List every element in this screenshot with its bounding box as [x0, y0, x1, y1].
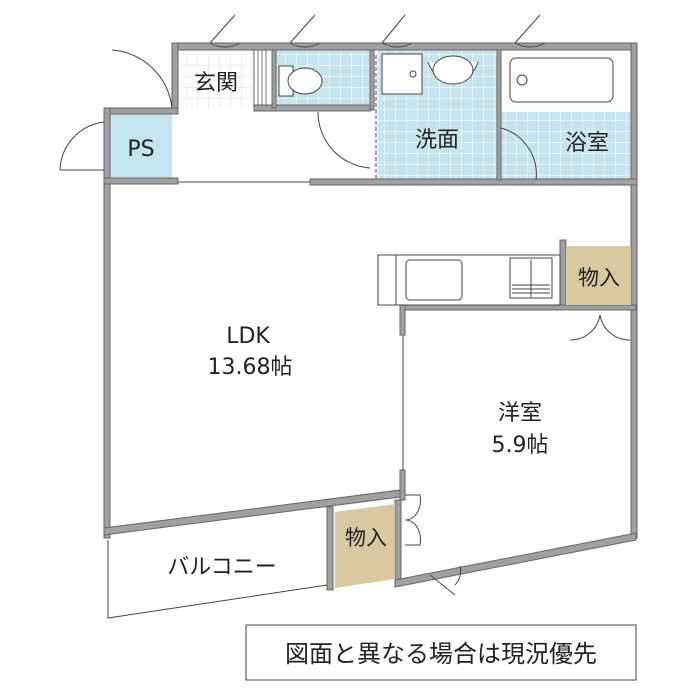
washroom-label: 洗面 — [415, 128, 459, 153]
storage-bottom-label: 物入 — [345, 526, 387, 550]
ldk-label: LDK — [226, 324, 270, 349]
kitchen-counter — [377, 254, 561, 306]
bathtub-icon — [509, 57, 614, 103]
note-box — [245, 624, 637, 681]
ldk-size: 13.68帖 — [208, 355, 293, 380]
storage-top-label: 物入 — [578, 266, 620, 290]
washing-machine-icon — [381, 53, 423, 95]
note-text: 図面と異なる場合は現況優先 — [285, 640, 597, 668]
door-swings[interactable] — [59, 14, 631, 596]
sink-icon — [427, 55, 479, 85]
balcony-outline — [107, 540, 328, 619]
balcony-label: バルコニー — [167, 555, 277, 580]
toilet-icon — [278, 65, 323, 97]
western-room-size: 5.9帖 — [492, 433, 549, 458]
step-lines — [257, 50, 267, 108]
entrance-label: 玄関 — [194, 71, 238, 96]
ps-label: PS — [127, 137, 154, 162]
storage-top — [566, 246, 631, 305]
entrance-floor — [178, 50, 254, 108]
ps-room — [110, 114, 172, 178]
entrance-step — [253, 49, 273, 109]
bathroom-label: 浴室 — [565, 131, 609, 156]
western-room-label: 洋室 — [498, 401, 542, 426]
storage-bottom — [335, 504, 395, 588]
